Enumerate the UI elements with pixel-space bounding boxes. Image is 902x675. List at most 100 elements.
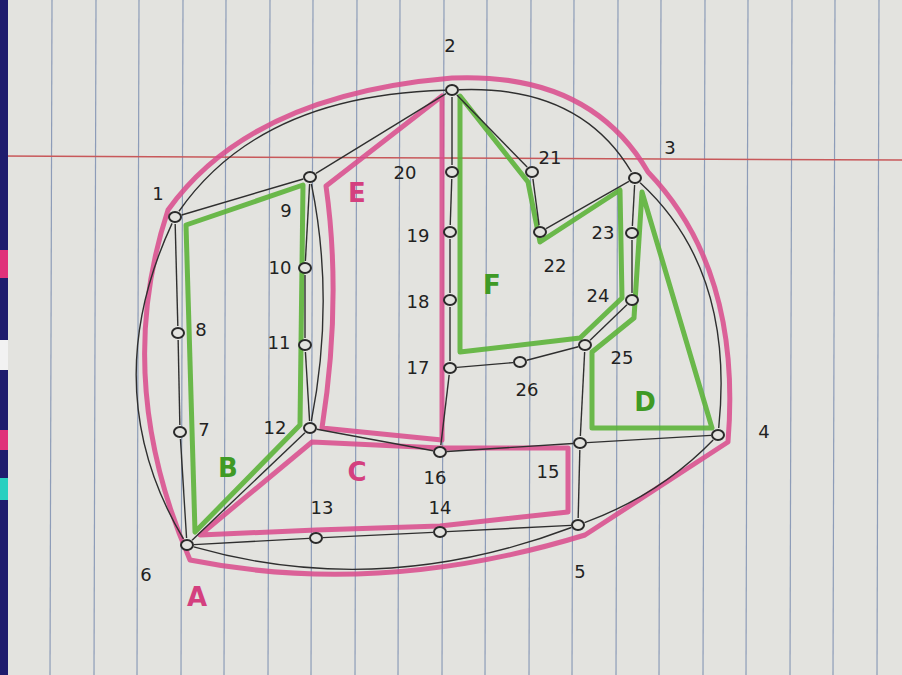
vertex-number: 12 — [264, 419, 287, 437]
vertex-circle — [571, 519, 585, 531]
graph-vertex: 22 — [533, 226, 547, 238]
vertex-number: 9 — [280, 202, 291, 220]
ruled-line — [659, 0, 661, 675]
face-outline — [592, 192, 712, 428]
graph-vertex: 18 — [443, 294, 457, 306]
graph-edge — [451, 97, 452, 165]
graph-edge — [192, 433, 305, 540]
vertex-circle — [445, 84, 459, 96]
graph-edge — [311, 184, 323, 421]
strip-mark — [0, 430, 8, 450]
graph-vertex: 9 — [303, 171, 317, 183]
vertex-number: 24 — [587, 287, 610, 305]
ruled-line — [616, 0, 618, 675]
graph-vertex: 3 — [628, 172, 642, 184]
vertex-number: 23 — [592, 224, 615, 242]
vertex-circle — [298, 339, 312, 351]
graph-edge — [316, 94, 446, 174]
vertex-circle — [625, 227, 639, 239]
vertex-circle — [443, 294, 457, 306]
vertex-number: 6 — [140, 566, 151, 584]
graph-vertex: 24 — [625, 294, 639, 306]
graph-edge — [578, 450, 580, 518]
vertex-circle — [298, 262, 312, 274]
graph-edge — [546, 181, 629, 228]
graph-edge — [178, 340, 180, 425]
vertex-number: 14 — [429, 499, 452, 517]
graph-vertex: 21 — [525, 166, 539, 178]
face-outline — [460, 96, 622, 352]
graph-edge — [136, 223, 183, 539]
graph-edge — [441, 375, 449, 445]
face-label: D — [634, 389, 656, 415]
ruled-line — [790, 0, 792, 675]
graph-vertex: 5 — [571, 519, 585, 531]
vertex-circle — [513, 356, 527, 368]
vertex-number: 4 — [758, 423, 769, 441]
face-label: E — [348, 180, 366, 206]
vertex-number: 25 — [611, 349, 634, 367]
strip-mark — [0, 478, 8, 500]
graph-vertex: 19 — [443, 226, 457, 238]
graph-vertex: 26 — [513, 356, 527, 368]
graph-edge — [305, 352, 309, 421]
ruled-lines — [50, 0, 879, 675]
face-label: B — [218, 455, 238, 481]
graph-vertex: 17 — [443, 362, 457, 374]
vertex-circle — [711, 429, 725, 441]
face-outline — [322, 96, 442, 440]
graph-vertex: 1 — [168, 211, 182, 223]
vertex-number: 20 — [394, 164, 417, 182]
graph-edge — [587, 435, 711, 442]
ruled-line — [877, 0, 879, 675]
graph-edge — [457, 95, 527, 167]
graph-edge — [447, 443, 573, 451]
vertex-number: 7 — [198, 421, 209, 439]
graph-edge — [585, 440, 714, 523]
graph-vertex: 13 — [309, 532, 323, 544]
graph-vertex: 11 — [298, 339, 312, 351]
vertex-number: 1 — [152, 185, 163, 203]
graph-vertex: 12 — [303, 422, 317, 434]
graph-edge — [180, 439, 186, 538]
vertex-number: 17 — [407, 359, 430, 377]
graph-edge — [450, 179, 452, 225]
graph-vertex: 10 — [298, 262, 312, 274]
graph-vertex: 6 — [180, 539, 194, 551]
graph-vertex: 23 — [625, 227, 639, 239]
vertex-circle — [171, 327, 185, 339]
graph-edge — [304, 275, 305, 338]
face-label: A — [187, 584, 207, 610]
outline-group — [145, 78, 730, 575]
margin-line — [0, 156, 902, 160]
vertex-circle — [578, 339, 592, 351]
vertex-circle — [303, 422, 317, 434]
vertex-circle — [573, 437, 587, 449]
graph-vertex: 15 — [573, 437, 587, 449]
vertex-circle — [625, 294, 639, 306]
vertex-circle — [628, 172, 642, 184]
graph-vertex: 14 — [433, 526, 447, 538]
vertex-circle — [309, 532, 323, 544]
vertex-circle — [443, 226, 457, 238]
vertex-circle — [180, 539, 194, 551]
ruled-line — [529, 0, 531, 675]
vertex-number: 8 — [195, 321, 206, 339]
graph-edge — [527, 347, 578, 360]
graph-edge — [459, 89, 631, 171]
vertex-number: 11 — [268, 334, 291, 352]
ruled-line — [833, 0, 835, 675]
vertex-number: 16 — [424, 469, 447, 487]
ruled-line — [746, 0, 748, 675]
vertex-circle — [173, 426, 187, 438]
graph-vertex: 16 — [433, 446, 447, 458]
graph-edge — [194, 538, 309, 544]
graph-vertex: 2 — [445, 84, 459, 96]
vertex-number: 21 — [539, 149, 562, 167]
vertex-circle — [433, 526, 447, 538]
graph-edge — [449, 239, 450, 293]
